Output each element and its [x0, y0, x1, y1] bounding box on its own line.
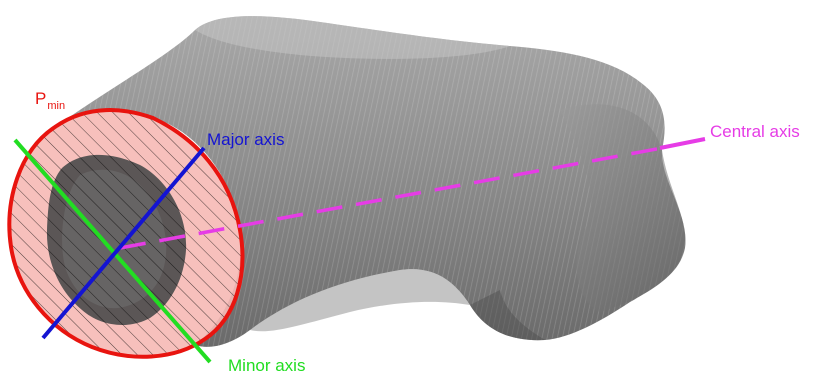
central-axis-solid-end [660, 139, 705, 148]
major-axis-label: Major axis [207, 130, 284, 149]
central-axis-label: Central axis [710, 122, 800, 141]
minor-axis-label: Minor axis [228, 356, 305, 375]
plane-label: Pmin [35, 89, 65, 112]
